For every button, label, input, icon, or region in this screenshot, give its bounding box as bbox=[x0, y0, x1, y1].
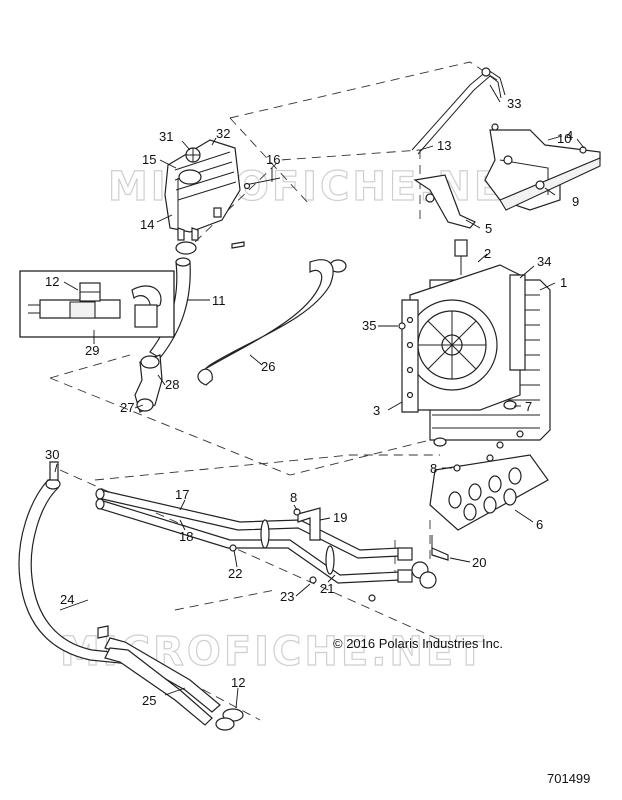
callout-18: 18 bbox=[179, 529, 193, 544]
callout-4: 4 bbox=[566, 128, 573, 143]
callout-30: 30 bbox=[45, 447, 59, 462]
callout-12-clamp: 12 bbox=[231, 675, 245, 690]
detail-inset bbox=[19, 270, 175, 338]
coolant-hose-25-part bbox=[97, 625, 244, 731]
callout-21: 21 bbox=[320, 581, 334, 596]
callout-15: 15 bbox=[142, 152, 156, 167]
assembly-guide-lines bbox=[49, 61, 501, 721]
callout-8-tubes: 8 bbox=[290, 490, 297, 505]
callout-labels: 1 2 3 4 5 6 7 8 9 10 11 12 13 14 15 16 1… bbox=[45, 96, 579, 708]
drawing-number: 701499 bbox=[547, 771, 590, 786]
radiator-fan-assembly-part bbox=[398, 239, 551, 447]
callout-7: 7 bbox=[525, 399, 532, 414]
callout-9: 9 bbox=[572, 194, 579, 209]
coolant-tubes-part bbox=[95, 488, 449, 602]
callout-6: 6 bbox=[536, 517, 543, 532]
mount-plate-part bbox=[429, 430, 549, 531]
callout-32: 32 bbox=[216, 126, 230, 141]
callout-28: 28 bbox=[165, 377, 179, 392]
callout-31: 31 bbox=[159, 129, 173, 144]
callout-8-radiator: 8 bbox=[430, 461, 437, 476]
small-bracket-part bbox=[413, 174, 476, 229]
hose-elbow-part bbox=[134, 354, 163, 413]
callout-2: 2 bbox=[484, 246, 491, 261]
callout-3: 3 bbox=[373, 403, 380, 418]
callout-1: 1 bbox=[560, 275, 567, 290]
callout-26: 26 bbox=[261, 359, 275, 374]
callout-34: 34 bbox=[537, 254, 551, 269]
callout-23: 23 bbox=[280, 589, 294, 604]
coolant-hose-26-part bbox=[197, 259, 334, 386]
callout-16: 16 bbox=[266, 152, 280, 167]
callout-33: 33 bbox=[507, 96, 521, 111]
copyright-notice: © 2016 Polaris Industries Inc. bbox=[333, 636, 503, 651]
callout-19: 19 bbox=[333, 510, 347, 525]
bleed-hose-part bbox=[411, 67, 506, 155]
leader-lines bbox=[54, 84, 585, 709]
callout-13: 13 bbox=[437, 138, 451, 153]
fan-mount-bracket-part bbox=[484, 123, 601, 211]
hose-clamp-part bbox=[175, 241, 347, 273]
callout-5: 5 bbox=[485, 221, 492, 236]
callout-17: 17 bbox=[175, 487, 189, 502]
callout-35: 35 bbox=[362, 318, 376, 333]
callout-12-inset: 12 bbox=[45, 274, 59, 289]
callout-20: 20 bbox=[472, 555, 486, 570]
callout-14: 14 bbox=[140, 217, 154, 232]
callout-25: 25 bbox=[142, 693, 156, 708]
coolant-reservoir-part bbox=[164, 139, 281, 241]
callout-24: 24 bbox=[60, 592, 74, 607]
callout-27: 27 bbox=[120, 400, 134, 415]
callout-11: 11 bbox=[212, 293, 226, 308]
callout-29: 29 bbox=[85, 343, 99, 358]
callout-10: 10 bbox=[557, 131, 571, 146]
callout-22: 22 bbox=[228, 566, 242, 581]
